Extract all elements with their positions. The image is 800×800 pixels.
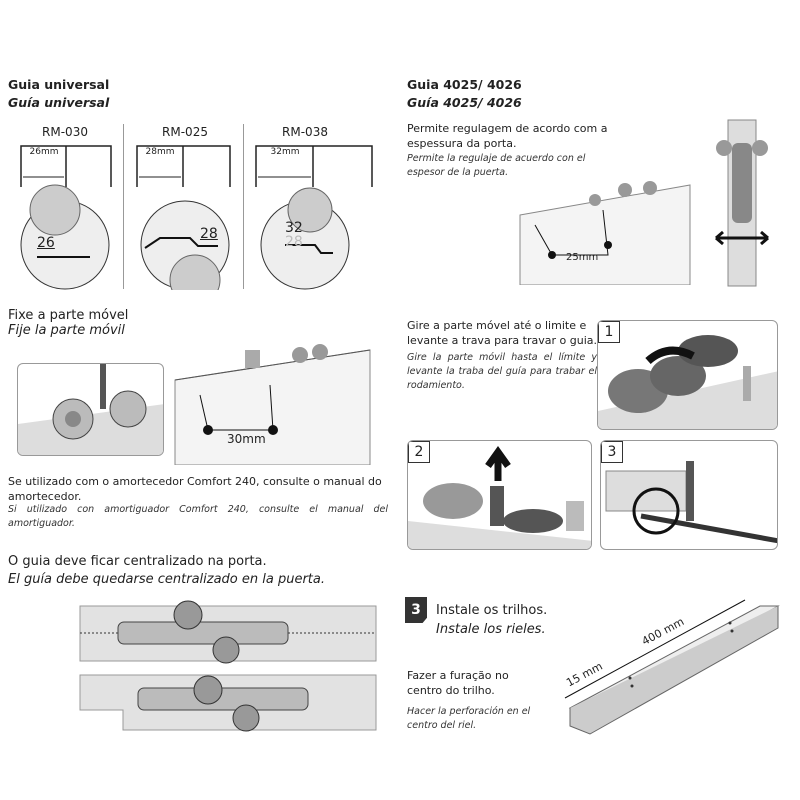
dimension-label: 30mm [227,432,266,446]
step-number: 3 [601,441,623,463]
section-title: Guia universal [8,77,110,92]
turn-text: Gire a parte móvel até o limite e levant… [407,319,597,347]
note-text: Se utilizado com o amortecedor Comfort 2… [8,475,382,503]
step-badge: 3 [405,597,427,623]
step-3-panel: 3 [600,440,778,550]
divider [123,124,124,289]
step-number: 2 [408,441,430,463]
dimension-label: 28mm [145,147,175,157]
mark-label: 28 [200,226,218,242]
dimension-label: 25mm [566,252,599,263]
model-diagrams [20,145,373,290]
centered-guide-illustration [79,600,377,732]
rails-title: Instale os trilhos. [436,603,548,618]
note-text-es: Si utilizado con amortiguador Comfort 24… [8,504,388,529]
fix-title: Fixe a parte móvel [8,308,129,323]
section-title: Guia 4025/ 4026 [407,77,522,92]
model-label: RM-025 [162,125,208,139]
center-text: O guia deve ficar centralizado na porta. [8,554,267,569]
step-2-panel: 2 [407,440,592,550]
dimension-label: 32mm [270,147,300,157]
turn-text-es: Gire la parte móvil hasta el límite y le… [407,352,597,391]
rail-illustration [564,599,780,735]
fix-title-es: Fije la parte móvil [8,323,125,338]
model-label: RM-038 [282,125,328,139]
dimension-label: 26mm [29,147,59,157]
mark-label: 26 [37,235,55,251]
center-text-es: El guía debe quedarse centralizado en la… [8,572,326,587]
door-adjust-illustration [519,181,691,285]
vertical-guide-illustration [715,119,769,287]
mark-label: 32 [285,220,303,236]
screw-illustration [17,363,164,456]
step-1-panel: 1 [597,320,778,430]
model-label: RM-030 [42,125,88,139]
section-title-es: Guía 4025/ 4026 [407,95,522,110]
rails-title-es: Instale los rieles. [436,622,546,637]
divider [243,124,244,289]
drill-text-es: Hacer la perforación en el centro del ri… [407,706,531,731]
adjust-text-es: Permite la regulaje de acuerdo con el es… [407,153,586,178]
step-number: 1 [598,321,620,343]
section-title-es: Guía universal [8,95,110,110]
mark-label: 28 [285,234,303,250]
door-illustration [174,344,371,465]
adjust-text: Permite regulagem de acordo com a espess… [407,122,608,150]
drill-text: Fazer a furação no centro do trilho. [407,669,509,697]
